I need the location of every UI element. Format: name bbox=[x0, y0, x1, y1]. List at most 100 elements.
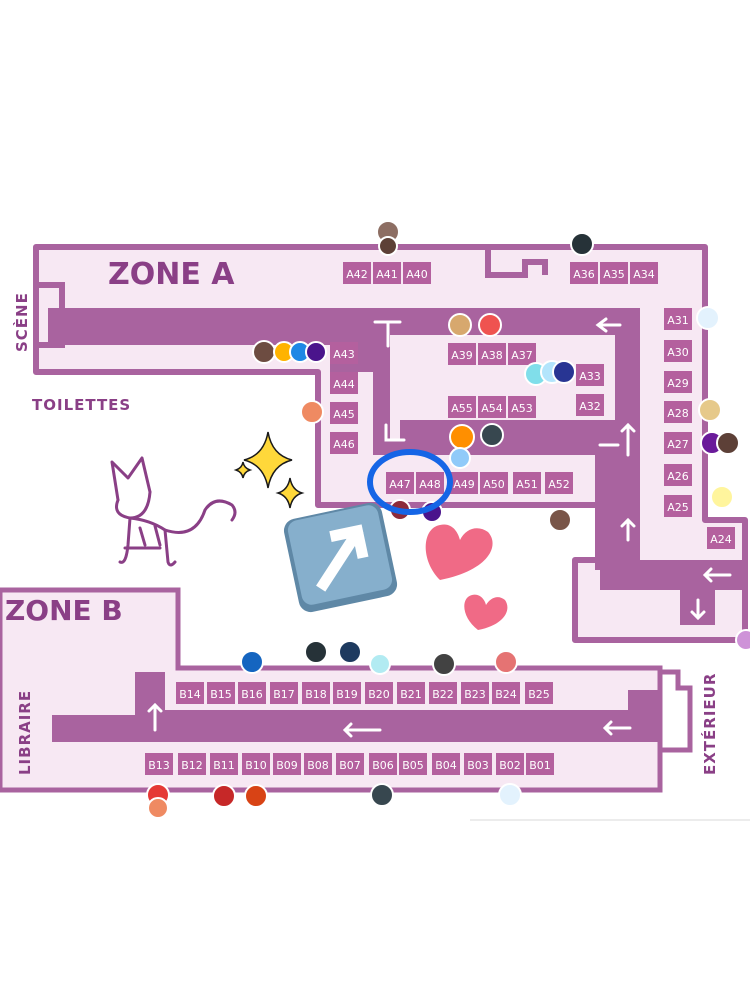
artist-avatar-icon[interactable] bbox=[305, 341, 327, 363]
artist-avatar-icon[interactable] bbox=[735, 629, 750, 651]
booth-a30[interactable]: A30 bbox=[664, 340, 692, 362]
booth-a53[interactable]: A53 bbox=[508, 396, 536, 418]
artist-avatar-icon[interactable] bbox=[448, 313, 472, 337]
booth-b18[interactable]: B18 bbox=[302, 682, 330, 704]
artist-avatar-icon[interactable] bbox=[696, 306, 720, 330]
booth-b05[interactable]: B05 bbox=[399, 753, 427, 775]
booth-b20[interactable]: B20 bbox=[365, 682, 393, 704]
aisle-arrows bbox=[147, 317, 732, 738]
booth-a33[interactable]: A33 bbox=[576, 364, 604, 386]
artist-avatar-icon[interactable] bbox=[498, 783, 522, 807]
artist-avatar-icon[interactable] bbox=[480, 423, 504, 447]
booth-a41[interactable]: A41 bbox=[373, 262, 401, 284]
svg-text:B19: B19 bbox=[336, 688, 358, 701]
artist-avatar-icon[interactable] bbox=[432, 652, 456, 676]
svg-text:A31: A31 bbox=[667, 314, 689, 327]
artist-avatar-icon[interactable] bbox=[548, 508, 572, 532]
booth-a29[interactable]: A29 bbox=[664, 371, 692, 393]
artist-avatar-icon[interactable] bbox=[240, 650, 264, 674]
booth-b08[interactable]: B08 bbox=[304, 753, 332, 775]
svg-text:A40: A40 bbox=[406, 268, 428, 281]
artist-avatar-icon[interactable] bbox=[304, 640, 328, 664]
booth-a31[interactable]: A31 bbox=[664, 308, 692, 330]
svg-text:B14: B14 bbox=[179, 688, 201, 701]
artist-avatar-icon[interactable] bbox=[370, 783, 394, 807]
booth-a25[interactable]: A25 bbox=[664, 495, 692, 517]
booth-b03[interactable]: B03 bbox=[464, 753, 492, 775]
booth-b12[interactable]: B12 bbox=[178, 753, 206, 775]
artist-avatar-icon[interactable] bbox=[716, 431, 740, 455]
booth-b15[interactable]: B15 bbox=[207, 682, 235, 704]
artist-avatar-icon[interactable] bbox=[449, 424, 475, 450]
artist-avatar-icon[interactable] bbox=[552, 360, 576, 384]
booth-b17[interactable]: B17 bbox=[270, 682, 298, 704]
sparkle-icon bbox=[243, 431, 293, 489]
svg-text:B23: B23 bbox=[464, 688, 486, 701]
booth-b11[interactable]: B11 bbox=[210, 753, 238, 775]
booth-a46[interactable]: A46 bbox=[330, 432, 358, 454]
artist-avatar-icon[interactable] bbox=[378, 236, 398, 256]
booth-a32[interactable]: A32 bbox=[576, 394, 604, 416]
booth-b02[interactable]: B02 bbox=[496, 753, 524, 775]
svg-text:A39: A39 bbox=[451, 349, 473, 362]
artist-avatar-icon[interactable] bbox=[300, 400, 324, 424]
artist-avatar-icon[interactable] bbox=[449, 447, 471, 469]
booth-b07[interactable]: B07 bbox=[336, 753, 364, 775]
svg-text:A43: A43 bbox=[333, 348, 355, 361]
artist-avatar-icon[interactable] bbox=[698, 398, 722, 422]
artist-avatar-icon[interactable] bbox=[478, 313, 502, 337]
booth-a27[interactable]: A27 bbox=[664, 432, 692, 454]
booth-a51[interactable]: A51 bbox=[513, 472, 541, 494]
artist-avatar-icon[interactable] bbox=[252, 340, 276, 364]
svg-text:A42: A42 bbox=[346, 268, 368, 281]
svg-text:A28: A28 bbox=[667, 407, 689, 420]
booth-a55[interactable]: A55 bbox=[448, 396, 476, 418]
artist-avatar-icon[interactable] bbox=[710, 485, 734, 509]
booth-b25[interactable]: B25 bbox=[525, 682, 553, 704]
artist-avatar-icon[interactable] bbox=[570, 232, 594, 256]
svg-text:B05: B05 bbox=[402, 759, 424, 772]
svg-text:A26: A26 bbox=[667, 470, 689, 483]
booth-b19[interactable]: B19 bbox=[333, 682, 361, 704]
booth-a44[interactable]: A44 bbox=[330, 372, 358, 394]
booth-b21[interactable]: B21 bbox=[397, 682, 425, 704]
booth-a35[interactable]: A35 bbox=[600, 262, 628, 284]
booth-b14[interactable]: B14 bbox=[176, 682, 204, 704]
booth-a38[interactable]: A38 bbox=[478, 343, 506, 365]
booth-b01[interactable]: B01 bbox=[526, 753, 554, 775]
booth-b13[interactable]: B13 bbox=[145, 753, 173, 775]
booth-a50[interactable]: A50 bbox=[480, 472, 508, 494]
artist-avatar-icon[interactable] bbox=[147, 797, 169, 819]
booth-a28[interactable]: A28 bbox=[664, 401, 692, 423]
booth-a42[interactable]: A42 bbox=[343, 262, 371, 284]
booth-b22[interactable]: B22 bbox=[429, 682, 457, 704]
booth-a47[interactable]: A47 bbox=[386, 472, 414, 494]
booth-a36[interactable]: A36 bbox=[570, 262, 598, 284]
booth-a52[interactable]: A52 bbox=[545, 472, 573, 494]
svg-text:A33: A33 bbox=[579, 370, 601, 383]
booth-b24[interactable]: B24 bbox=[492, 682, 520, 704]
booth-a40[interactable]: A40 bbox=[403, 262, 431, 284]
booth-a39[interactable]: A39 bbox=[448, 343, 476, 365]
booth-b04[interactable]: B04 bbox=[432, 753, 460, 775]
artist-avatar-icon[interactable] bbox=[494, 650, 518, 674]
booth-a26[interactable]: A26 bbox=[664, 464, 692, 486]
booth-a48[interactable]: A48 bbox=[416, 472, 444, 494]
booth-b10[interactable]: B10 bbox=[242, 753, 270, 775]
svg-text:A52: A52 bbox=[548, 478, 570, 491]
artist-avatar-icon[interactable] bbox=[369, 653, 391, 675]
booth-b23[interactable]: B23 bbox=[461, 682, 489, 704]
artist-avatar-icon[interactable] bbox=[212, 784, 236, 808]
booth-a24[interactable]: A24 bbox=[707, 527, 735, 549]
booth-a34[interactable]: A34 bbox=[630, 262, 658, 284]
booth-b09[interactable]: B09 bbox=[273, 753, 301, 775]
booth-a49[interactable]: A49 bbox=[450, 472, 478, 494]
artist-avatar-icon[interactable] bbox=[244, 784, 268, 808]
artist-avatar-icon[interactable] bbox=[338, 640, 362, 664]
booth-a45[interactable]: A45 bbox=[330, 402, 358, 424]
booth-b06[interactable]: B06 bbox=[369, 753, 397, 775]
booth-b16[interactable]: B16 bbox=[238, 682, 266, 704]
booth-a37[interactable]: A37 bbox=[508, 343, 536, 365]
booth-a54[interactable]: A54 bbox=[478, 396, 506, 418]
booth-a43[interactable]: A43 bbox=[330, 342, 358, 364]
